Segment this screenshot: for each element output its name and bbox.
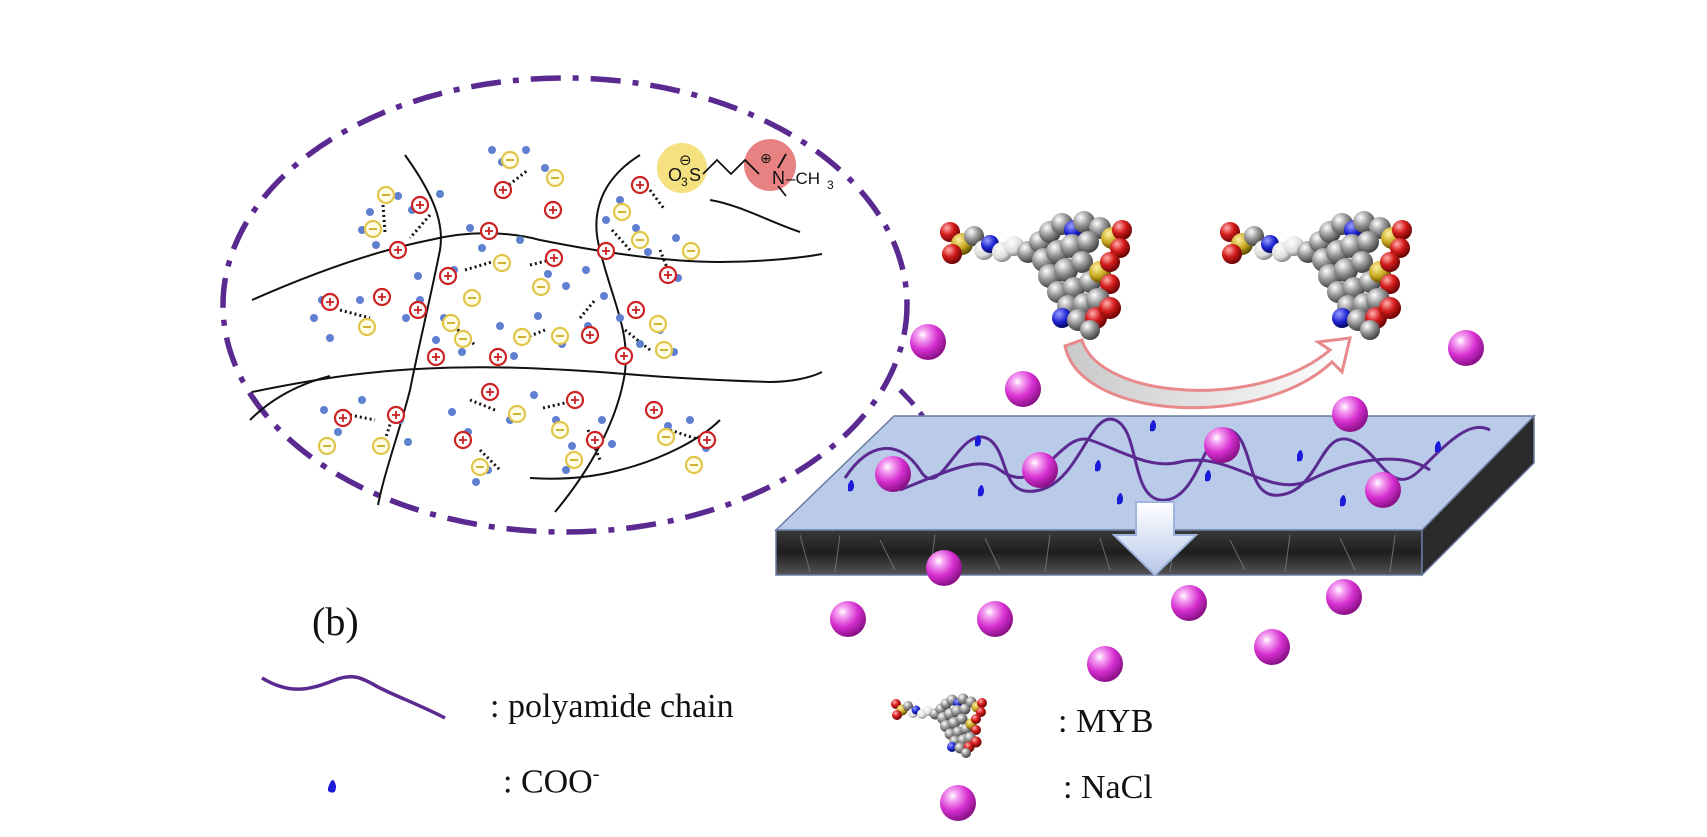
ammonium-n: N [772,168,785,188]
network-chains [249,154,823,513]
legend-carboxylate-label: : COO- [503,763,600,801]
legend-carboxylate-icon [328,779,336,793]
nacl-ions [830,324,1484,682]
legend-myb-label: : MYB [1058,703,1154,740]
legend-coo-charge: - [592,763,600,785]
myb-molecule-left [940,211,1132,340]
legend-polyamide-chain-label: : polyamide chain [490,688,734,725]
methyl-sub: 3 [827,178,834,192]
surface-carboxylate-groups [848,420,1441,507]
ammonium-charge: ⊕ [760,151,772,167]
rejection-arrow [1063,336,1352,410]
sulfonate-3: 3 [681,175,688,189]
sulfonate-highlight [657,143,707,193]
legend-nacl-icon [940,785,976,821]
network-dots [310,146,710,486]
legend-coo-base: : COO [503,763,593,801]
sulfonate-o: O [668,165,682,185]
membrane [774,414,1536,577]
zwitterion-pairs [310,146,717,486]
sulfonate-charge: ⊖ [679,151,692,169]
myb-molecule-right [1220,211,1412,340]
ammonium-highlight [744,139,796,191]
zoom-ellipse [220,75,910,535]
sulfonate-s: S [689,165,701,185]
panel-label: (b) [312,599,359,644]
legend-myb-icon [891,693,987,758]
permeation-arrow [1111,501,1199,577]
legend-nacl-label: : NaCl [1063,769,1153,806]
methyl-label: –CH [786,169,820,188]
sulfobetaine-structure: O 3 S ⊖ ⊕ N –CH 3 [657,139,834,197]
surface-polyamide-chain [843,417,1491,502]
legend-polyamide-chain-icon [261,675,446,720]
anion-groups [317,150,704,477]
membrane-pores [799,534,1396,573]
membrane-side [775,529,1423,576]
zoom-network: O 3 S ⊖ ⊕ N –CH 3 [220,75,910,535]
